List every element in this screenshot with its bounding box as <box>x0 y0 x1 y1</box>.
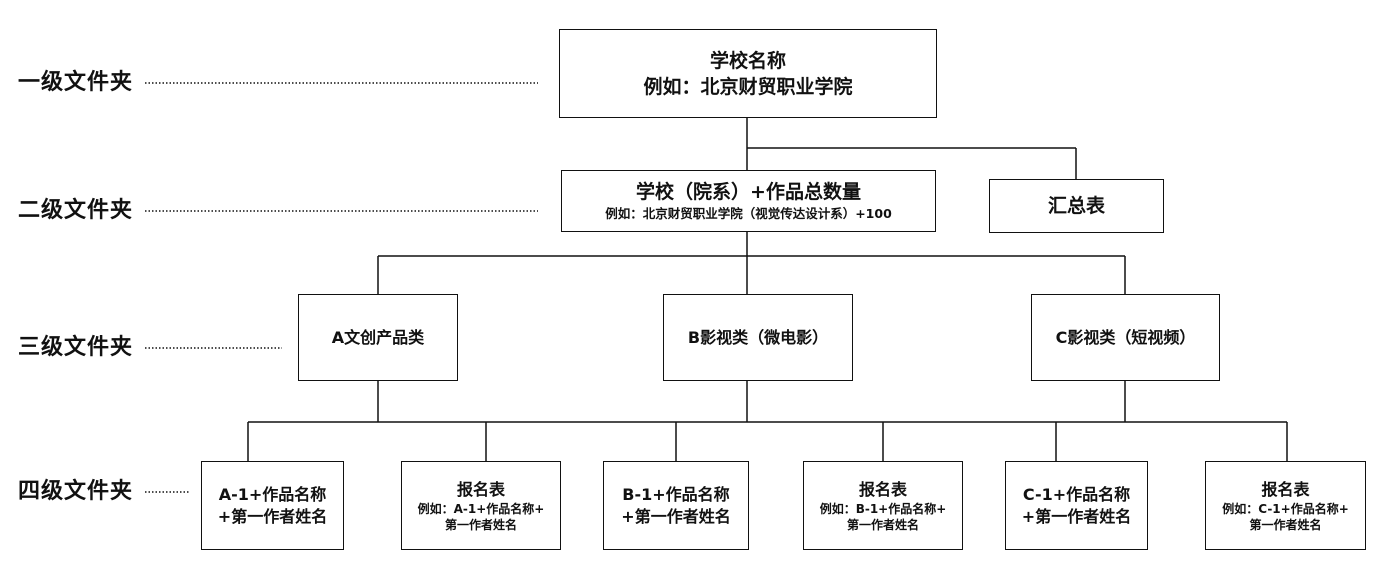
department-folder-box: 学校（院系）+作品总数量 例如：北京财贸职业学院（视觉传达设计系）+100 <box>561 170 936 232</box>
category-b-box: B影视类（微电影） <box>663 294 853 381</box>
entry-form-c-example-line1: 例如：C-1+作品名称+ <box>1222 501 1349 516</box>
root-folder-box: 学校名称 例如：北京财贸职业学院 <box>559 29 937 118</box>
level-label-3: 三级文件夹 <box>18 335 134 360</box>
level-label-2: 二级文件夹 <box>18 198 134 223</box>
work-folder-b-box: B-1+作品名称 +第一作者姓名 <box>603 461 749 550</box>
category-b-label: B影视类（微电影） <box>687 327 829 347</box>
entry-form-c-example-line2: 第一作者姓名 <box>1249 517 1322 532</box>
work-folder-a-box: A-1+作品名称 +第一作者姓名 <box>201 461 344 550</box>
root-example: 例如：北京财贸职业学院 <box>643 75 853 98</box>
work-folder-b-line2: +第一作者姓名 <box>621 506 731 526</box>
work-folder-c-box: C-1+作品名称 +第一作者姓名 <box>1005 461 1148 550</box>
root-title: 学校名称 <box>709 49 786 72</box>
entry-form-a-title: 报名表 <box>456 479 505 499</box>
entry-form-b-example-line2: 第一作者姓名 <box>846 517 919 532</box>
work-folder-a-line1: A-1+作品名称 <box>218 484 327 504</box>
work-folder-a-line2: +第一作者姓名 <box>217 506 328 526</box>
work-folder-c-line2: +第一作者姓名 <box>1021 506 1132 526</box>
entry-form-b-example-line1: 例如：B-1+作品名称+ <box>819 501 947 516</box>
entry-form-c-title: 报名表 <box>1261 479 1310 499</box>
summary-sheet-label: 汇总表 <box>1047 195 1105 217</box>
entry-form-a-box: 报名表 例如：A-1+作品名称+ 第一作者姓名 <box>401 461 561 550</box>
entry-form-b-title: 报名表 <box>858 479 907 499</box>
level-label-4: 四级文件夹 <box>18 479 134 504</box>
category-a-box: A文创产品类 <box>298 294 458 381</box>
entry-form-b-box: 报名表 例如：B-1+作品名称+ 第一作者姓名 <box>803 461 963 550</box>
work-folder-c-line1: C-1+作品名称 <box>1022 484 1131 504</box>
category-c-box: C影视类（短视频） <box>1031 294 1220 381</box>
category-c-label: C影视类（短视频） <box>1055 327 1196 347</box>
category-a-label: A文创产品类 <box>331 327 425 347</box>
level-label-1: 一级文件夹 <box>18 70 134 95</box>
entry-form-c-box: 报名表 例如：C-1+作品名称+ 第一作者姓名 <box>1205 461 1366 550</box>
entry-form-a-example-line1: 例如：A-1+作品名称+ <box>417 501 545 516</box>
work-folder-b-line1: B-1+作品名称 <box>622 484 730 504</box>
department-example: 例如：北京财贸职业学院（视觉传达设计系）+100 <box>605 206 892 221</box>
summary-sheet-box: 汇总表 <box>989 179 1164 233</box>
entry-form-a-example-line2: 第一作者姓名 <box>444 517 517 532</box>
department-title: 学校（院系）+作品总数量 <box>636 181 861 203</box>
